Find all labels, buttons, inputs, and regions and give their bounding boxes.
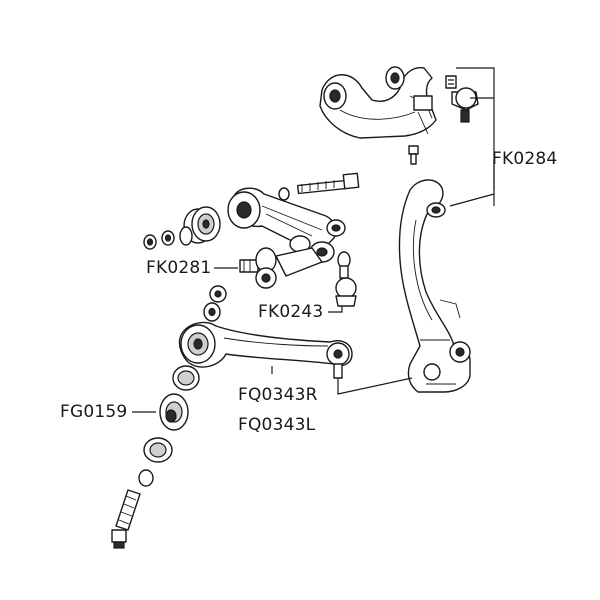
part-label-fk0243: FK0243 bbox=[258, 302, 324, 322]
part-label-fk0281: FK0281 bbox=[146, 258, 212, 278]
part-label-fq0343r: FQ0343R bbox=[238, 385, 318, 405]
fk0281-stabilizer-link bbox=[239, 247, 323, 289]
upper-ball-joint bbox=[445, 75, 479, 123]
lower-long-bolt bbox=[111, 489, 141, 549]
long-bolt bbox=[278, 172, 360, 201]
tension-strut-arm bbox=[227, 187, 337, 263]
fq0343-lower-control-arm bbox=[178, 321, 353, 379]
strut-bushing-stack bbox=[143, 206, 221, 250]
steering-knuckle bbox=[398, 179, 471, 393]
strut-nut bbox=[326, 219, 346, 237]
part-label-fg0159: FG0159 bbox=[60, 402, 128, 422]
fg0159-bushing-stack bbox=[138, 365, 200, 487]
part-label-fk0284: FK0284 bbox=[492, 149, 558, 169]
fk0284-leader bbox=[449, 67, 495, 207]
part-label-fq0343l: FQ0343L bbox=[238, 415, 316, 435]
upper-control-arm bbox=[319, 66, 437, 139]
fk0243-ball-joint bbox=[335, 251, 357, 307]
fk0243-leader bbox=[328, 306, 343, 313]
upper-arm-bolt bbox=[408, 145, 419, 165]
lower-arm-washers bbox=[203, 285, 227, 322]
